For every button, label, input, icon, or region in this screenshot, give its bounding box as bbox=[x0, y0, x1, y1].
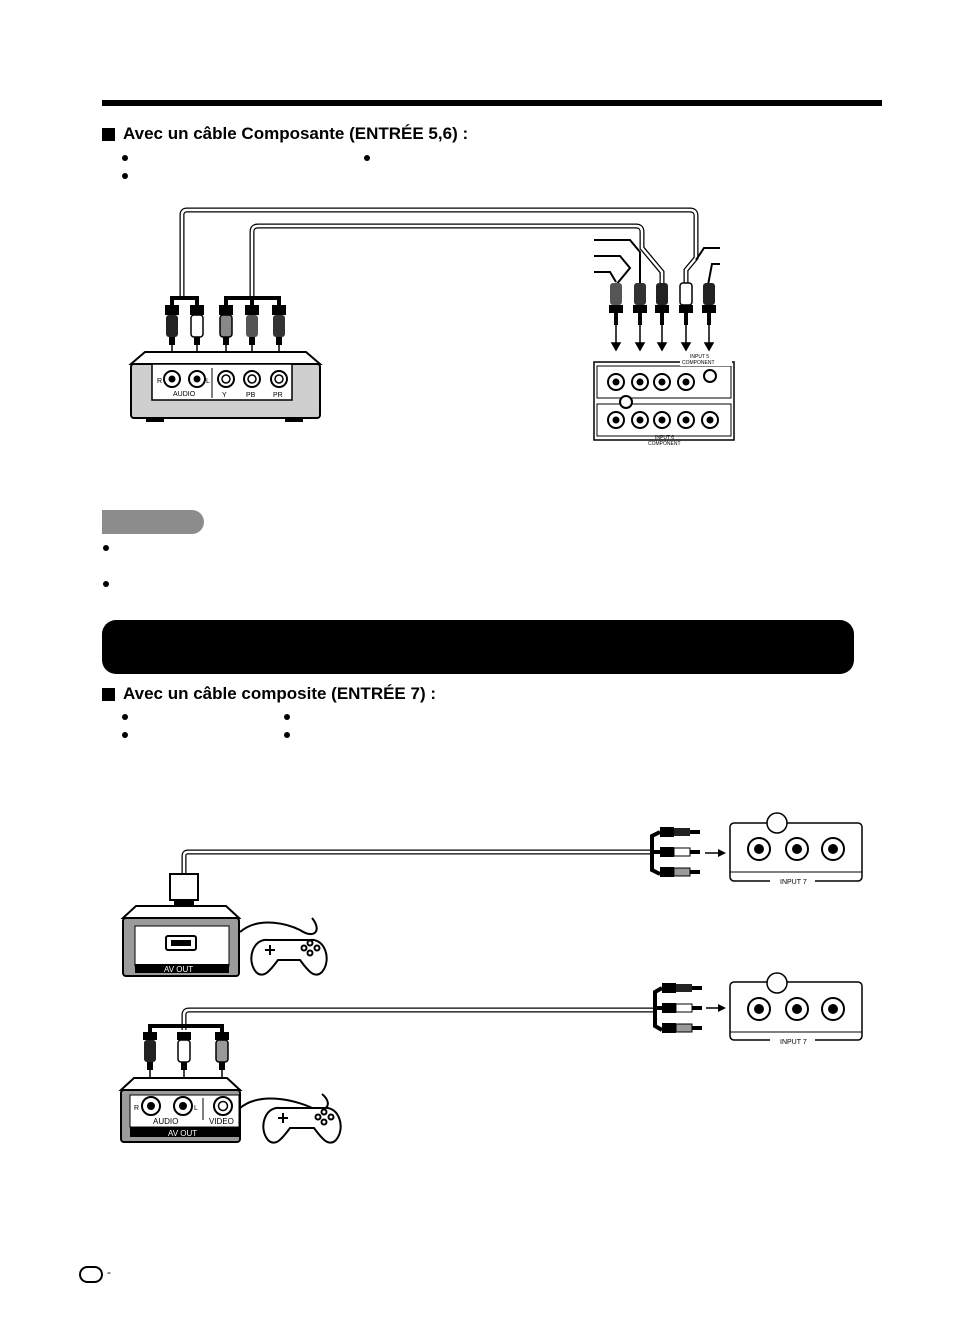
input7-panel-1: INPUT 7 bbox=[729, 812, 863, 886]
component-connection-diagram: R L AUDIO Y PB PR INPUT 5 COMPONENT bbox=[128, 207, 735, 447]
input5-label: INPUT 5 bbox=[690, 354, 709, 360]
input5-component-label: COMPONENT bbox=[682, 360, 715, 366]
bullet-icon bbox=[103, 545, 109, 551]
right-plugs bbox=[609, 282, 716, 325]
gamepad-icon bbox=[239, 1093, 342, 1144]
composite-connection-diagram: INPUT 7 AV OUT bbox=[118, 812, 863, 1144]
bullet-icon bbox=[364, 155, 370, 161]
top-rule bbox=[102, 100, 882, 106]
pr-label: PR bbox=[273, 392, 283, 399]
input6-component-label: COMPONENT bbox=[648, 441, 681, 447]
input7-plugs-2 bbox=[662, 983, 702, 1033]
game2-video-label: VIDEO bbox=[209, 1117, 234, 1126]
component-heading-text: Avec un câble Composante (ENTRÉE 5,6) : bbox=[123, 124, 469, 143]
game2-audio-label: AUDIO bbox=[153, 1117, 178, 1126]
bullet-icon bbox=[122, 173, 128, 179]
input7-label: INPUT 7 bbox=[780, 879, 807, 886]
game2-av-out-label: AV OUT bbox=[168, 1129, 197, 1138]
bullet-icon bbox=[122, 714, 128, 720]
game2-plugs bbox=[143, 1032, 229, 1070]
bullet-icon bbox=[103, 581, 109, 587]
game1-av-out-label: AV OUT bbox=[164, 965, 193, 974]
game-console-2: R L AUDIO VIDEO AV OUT bbox=[118, 1077, 243, 1143]
note-label-pill bbox=[102, 510, 204, 534]
game-console-1: AV OUT bbox=[120, 905, 242, 977]
composite-section-heading: Avec un câble composite (ENTRÉE 7) : bbox=[102, 684, 436, 704]
game2-r-label: R bbox=[134, 1105, 139, 1112]
bullet-icon bbox=[122, 732, 128, 738]
l-label: L bbox=[206, 378, 210, 385]
input7-plugs-1 bbox=[660, 827, 700, 877]
game2-l-label: L bbox=[194, 1105, 198, 1112]
input7-panel-2: INPUT 7 bbox=[729, 972, 863, 1046]
y-label: Y bbox=[222, 392, 227, 399]
page-number-dash: - bbox=[107, 1265, 111, 1279]
section-banner bbox=[102, 620, 854, 674]
bullet-icon bbox=[122, 155, 128, 161]
language-badge-icon bbox=[79, 1266, 103, 1283]
square-bullet-icon bbox=[102, 687, 115, 701]
pb-label: PB bbox=[246, 392, 256, 399]
r-label: R bbox=[157, 378, 162, 385]
square-bullet-icon bbox=[102, 127, 115, 141]
audio-label: AUDIO bbox=[173, 391, 196, 398]
composite-heading-text: Avec un câble composite (ENTRÉE 7) : bbox=[123, 684, 436, 703]
input6-label: INPUT 6 bbox=[655, 435, 674, 441]
bullet-icon bbox=[284, 732, 290, 738]
tv-component-panel: INPUT 5 COMPONENT INPUT 6 COMPONENT bbox=[593, 354, 735, 447]
left-plugs bbox=[165, 305, 286, 345]
component-section-heading: Avec un câble Composante (ENTRÉE 5,6) : bbox=[102, 124, 468, 144]
input7-label-2: INPUT 7 bbox=[780, 1039, 807, 1046]
component-source-device: R L AUDIO Y PB PR bbox=[128, 351, 323, 422]
gamepad-icon bbox=[239, 917, 328, 976]
bullet-icon bbox=[284, 714, 290, 720]
